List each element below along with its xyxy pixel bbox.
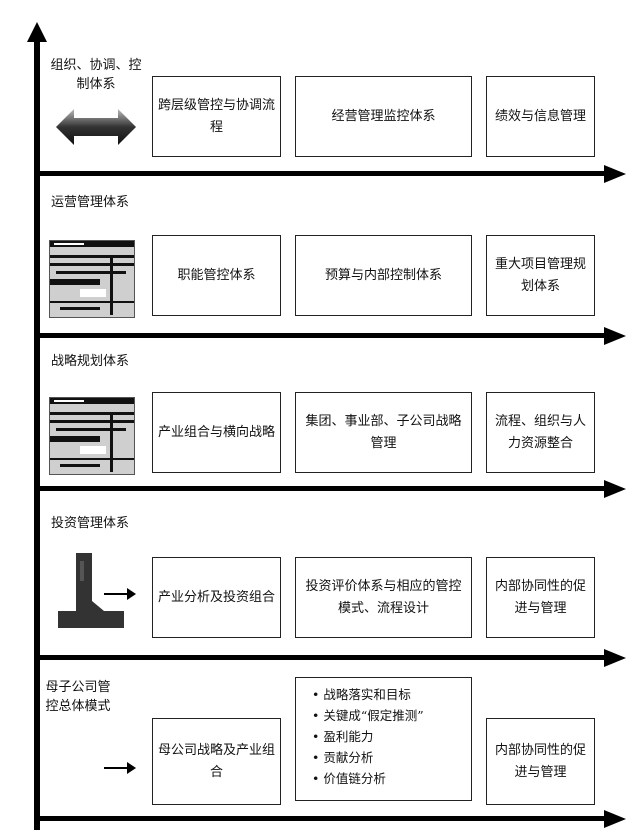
box-cross-level-control: 跨层级管控与协调流程: [152, 76, 281, 157]
spreadsheet-thumbnail-icon: [49, 240, 135, 318]
right-arrow-icon: [104, 588, 136, 600]
row-3-label: 战略规划体系: [50, 354, 129, 369]
bullet-item: 关键成“假定推测”: [312, 705, 463, 726]
row-divider-4: [34, 655, 606, 660]
box-major-project: 重大项目管理规划体系: [486, 235, 595, 316]
right-arrow-icon: [104, 762, 136, 774]
row-divider-4-arrowhead: [604, 649, 626, 667]
double-arrow-icon: [56, 109, 136, 145]
bullet-item: 价值链分析: [312, 768, 463, 789]
row-divider-2-arrowhead: [604, 327, 626, 345]
row-1-label: 组织、协调、控制体系: [50, 58, 142, 92]
row-divider-1: [34, 171, 606, 176]
box-internal-synergy-2: 内部协同性的促进与管理: [486, 718, 595, 805]
box-parent-strategy: 母公司战略及产业组合: [152, 718, 281, 805]
spreadsheet-thumbnail-icon: [49, 397, 135, 475]
row-divider-3: [34, 486, 606, 491]
box-investment-evaluation: 投资评价体系与相应的管控模式、流程设计: [295, 557, 472, 638]
box-performance-info: 绩效与信息管理: [486, 76, 595, 157]
box-process-org-hr: 流程、组织与人力资源整合: [486, 392, 595, 473]
row-5-label: 母子公司管控总体模式: [45, 680, 111, 714]
row-divider-3-arrowhead: [604, 480, 626, 498]
bullet-item: 贡献分析: [312, 747, 463, 768]
block-shape-icon: [58, 553, 124, 628]
vertical-axis: [34, 40, 40, 830]
row-divider-5-arrowhead: [604, 810, 626, 828]
row-2-label: 运营管理体系: [50, 195, 129, 210]
row-divider-2: [34, 333, 606, 338]
box-functional-control: 职能管控体系: [152, 235, 281, 316]
box-budget-control: 预算与内部控制体系: [295, 235, 472, 316]
row-4-label: 投资管理体系: [50, 516, 129, 531]
box-industry-analysis: 产业分析及投资组合: [152, 557, 281, 638]
box-industry-portfolio: 产业组合与横向战略: [152, 392, 281, 473]
bullet-list-box: 战略落实和目标 关键成“假定推测” 盈利能力 贡献分析 价值链分析: [295, 677, 472, 801]
box-internal-synergy: 内部协同性的促进与管理: [486, 557, 595, 638]
bullet-item: 盈利能力: [312, 726, 463, 747]
box-group-strategy: 集团、事业部、子公司战略管理: [295, 392, 472, 473]
box-operation-monitoring: 经营管理监控体系: [295, 76, 472, 157]
row-divider-1-arrowhead: [604, 165, 626, 183]
bullet-item: 战略落实和目标: [312, 684, 463, 705]
vertical-axis-arrowhead: [27, 22, 47, 42]
row-divider-5: [34, 816, 606, 821]
